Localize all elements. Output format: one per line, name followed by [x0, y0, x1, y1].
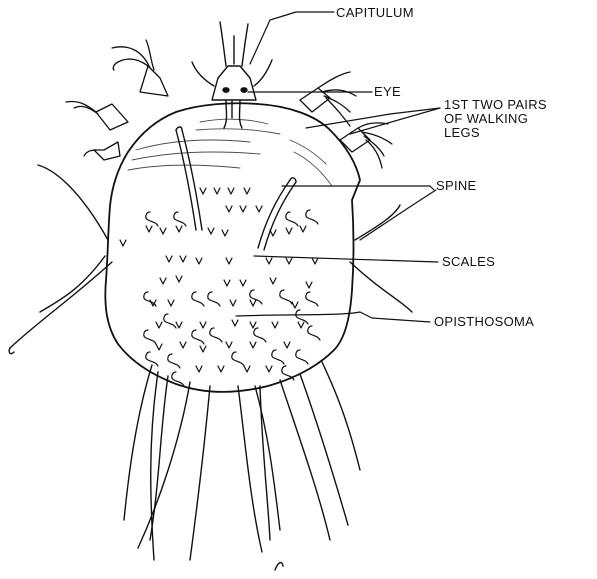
- legs-leader-right: [350, 108, 440, 134]
- leader-lines: [236, 12, 440, 322]
- capitulum-drawing: [192, 22, 272, 128]
- scales: [120, 188, 320, 386]
- label-legs-line3: LEGS: [444, 126, 480, 140]
- front-legs-left: [66, 40, 168, 160]
- legs-leader-left: [306, 108, 440, 128]
- spines: [176, 127, 296, 250]
- label-eye: EYE: [374, 85, 401, 99]
- body-outline: [105, 103, 360, 391]
- opisthosoma-leader: [236, 312, 430, 322]
- label-capitulum: CAPITULUM: [336, 6, 414, 20]
- label-legs-line2: OF WALKING: [444, 112, 528, 126]
- label-opisthosoma: OPISTHOSOMA: [434, 315, 534, 329]
- label-spine: SPINE: [436, 179, 477, 193]
- label-scales: SCALES: [442, 255, 495, 269]
- long-setae: [9, 165, 412, 570]
- capitulum-leader: [250, 12, 334, 64]
- label-legs-line1: 1ST TWO PAIRS: [444, 98, 547, 112]
- scales-leader: [254, 256, 438, 262]
- spine-leader-2: [360, 190, 436, 240]
- right-eye: [241, 88, 247, 92]
- left-eye: [223, 88, 229, 92]
